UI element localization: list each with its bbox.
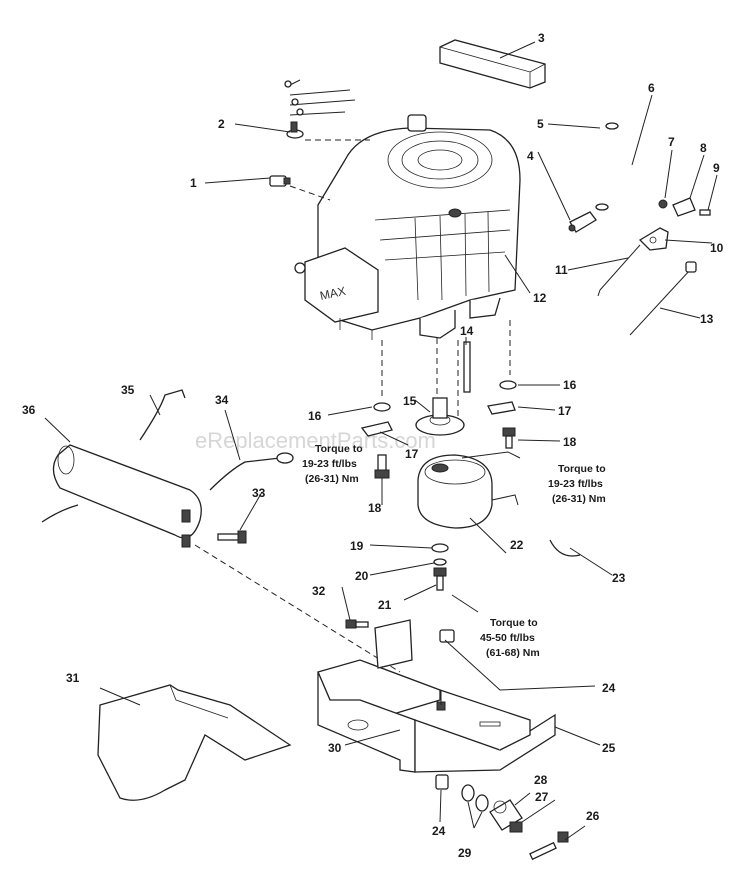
callout-6: 6 [648,81,655,95]
callout-1: 1 [190,176,197,190]
watermark: eReplacementParts.com [195,428,436,453]
svg-text:Torque to: Torque to [315,443,363,455]
callout-2: 2 [218,117,225,131]
callout-5: 5 [537,117,544,131]
svg-text:(26-31) Nm: (26-31) Nm [305,473,359,485]
callout-4: 4 [527,149,534,163]
part-27 [509,821,523,833]
callout-31: 31 [66,671,80,685]
part-18b [502,427,516,449]
svg-text:(61-68) Nm: (61-68) Nm [486,647,540,659]
callout-13: 13 [700,312,714,326]
part-34 [209,457,281,491]
callout-7: 7 [668,135,675,149]
callout-19: 19 [350,539,364,553]
callout-3: 3 [538,31,545,45]
callout-17a: 17 [558,404,572,418]
part-25-bracket [317,619,556,773]
callout-9: 9 [713,161,720,175]
callout-11: 11 [555,263,568,277]
callout-27: 27 [535,790,549,804]
part-3 [439,39,546,89]
part-17b [487,401,516,415]
part-26 [529,831,569,861]
part-29b [475,794,489,812]
part-16b [499,380,517,390]
callout-23: 23 [612,571,626,585]
callout-32: 32 [312,584,326,598]
callout-22: 22 [510,538,524,552]
part-18a [374,454,390,479]
part-19 [431,543,449,553]
callout-24b: 24 [432,824,446,838]
part-32 [345,619,369,629]
hose-assembly [568,122,642,233]
callout-16b: 16 [563,378,577,392]
throttle-bracket [638,197,711,251]
part-29a [461,784,475,802]
callout-10: 10 [710,241,724,255]
engine: MAX [294,114,521,340]
callout-15: 15 [403,394,417,408]
callout-18a: 18 [563,435,577,449]
part-35 [139,389,186,441]
callout-35: 35 [121,383,135,397]
callout-8: 8 [700,141,707,155]
part-16a [373,402,391,412]
callout-16a: 16 [308,409,322,423]
part-2-wire-harness [284,79,370,141]
part-24b [435,774,449,790]
svg-text:Torque to: Torque to [558,463,606,475]
part-13 [629,261,697,336]
callout-25: 25 [602,741,616,755]
part-33 [217,530,247,544]
callout-18b: 18 [368,501,382,515]
torque-note-left: Torque to 19-23 ft/lbs (26-31) Nm [302,443,363,485]
torque-note-bottom: Torque to 45-50 ft/lbs (61-68) Nm [480,617,540,659]
callout-30: 30 [328,741,342,755]
part-11 [597,244,641,297]
svg-text:19-23 ft/lbs: 19-23 ft/lbs [302,458,357,470]
callout-26: 26 [586,809,600,823]
callout-28: 28 [534,773,548,787]
torque-note-right: Torque to 19-23 ft/lbs (26-31) Nm [548,463,606,505]
callout-17b: 17 [405,447,419,461]
part-20 [433,558,447,566]
part-36-muffler [41,444,202,548]
part-31 [97,684,292,801]
callout-34: 34 [215,393,229,407]
part-1 [269,175,331,201]
callout-20: 20 [355,569,369,583]
svg-text:19-23 ft/lbs: 19-23 ft/lbs [548,478,603,490]
part-15-pulley [415,397,465,436]
callout-24a: 24 [602,681,616,695]
part-24a [439,629,455,643]
svg-text:Torque to: Torque to [490,617,538,629]
part-22-clutch [417,454,519,529]
part-21 [433,567,447,591]
svg-text:MAX: MAX [319,284,347,303]
part-14 [463,341,471,393]
callout-36: 36 [22,403,36,417]
part-17a [360,421,393,437]
callout-12: 12 [533,291,547,305]
svg-text:45-50 ft/lbs: 45-50 ft/lbs [480,632,535,644]
leader-lines [44,41,718,841]
callout-29: 29 [458,846,472,860]
svg-text:(26-31) Nm: (26-31) Nm [552,493,606,505]
part-23 [549,539,581,557]
callout-14: 14 [460,324,474,338]
callout-21: 21 [378,598,392,612]
callout-33: 33 [252,486,266,500]
